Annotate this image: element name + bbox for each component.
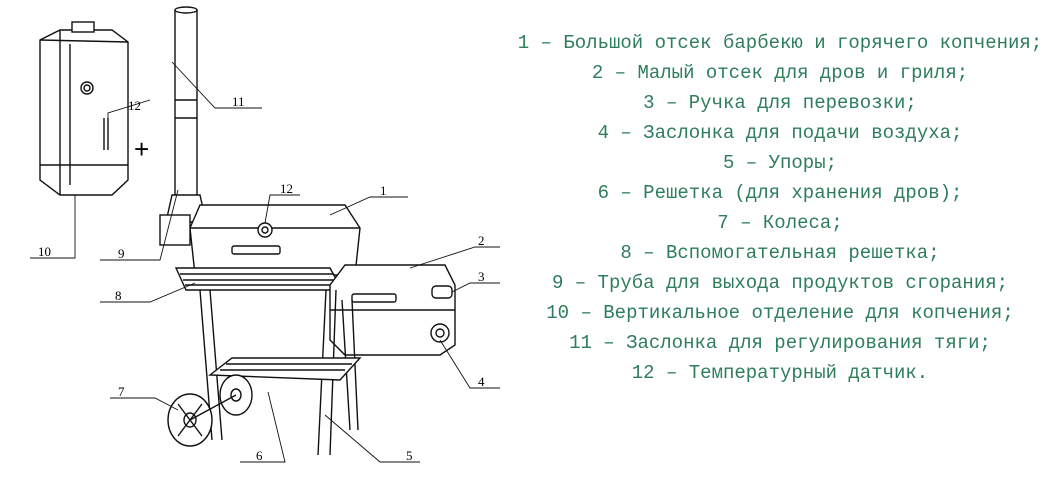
legend-item-4: 4 – Заслонка для подачи воздуха; (597, 122, 963, 144)
legend-item-8: 8 – Вспомогательная решетка; (620, 242, 940, 264)
chimney-pipe (165, 6, 207, 223)
legend-item-11: 11 – Заслонка для регулирования тяги; (569, 332, 991, 354)
legend-item-9: 9 – Труба для выхода продуктов сгорания; (551, 272, 1009, 294)
callout-10: 10 (38, 244, 51, 259)
smoker-grill-diagram: + (30, 6, 500, 463)
main-bbq-chamber (159, 204, 361, 276)
legend-item-1: 1 – Большой отсек барбекю и горячего коп… (517, 32, 1043, 54)
plus-sign: + (134, 134, 149, 164)
callout-1: 1 (380, 183, 387, 198)
vertical-smoking-compartment (39, 21, 129, 196)
leader-lines (30, 61, 500, 463)
wheels (167, 374, 253, 447)
legend-item-6: 6 – Решетка (для хранения дров); (597, 182, 963, 204)
callout-7: 7 (118, 384, 125, 399)
callout-5: 5 (406, 448, 413, 463)
callout-4: 4 (478, 374, 485, 389)
parts-legend: 1 – Большой отсек барбекю и горячего коп… (500, 28, 1060, 388)
legend-item-5: 5 – Упоры; (722, 152, 838, 174)
legend-item-2: 2 – Малый отсек для дров и гриля; (591, 62, 969, 84)
callout-12-main: 12 (280, 181, 293, 196)
front-grate (174, 267, 344, 291)
legend-item-7: 7 – Колеса; (717, 212, 843, 234)
callout-2: 2 (478, 233, 485, 248)
callout-8: 8 (115, 288, 122, 303)
legend-item-12: 12 – Температурный датчик. (631, 362, 929, 384)
callout-6: 6 (256, 448, 263, 463)
callout-12-smoker: 12 (128, 98, 141, 113)
legend-item-3: 3 – Ручка для перевозки; (643, 92, 917, 114)
callout-3: 3 (478, 269, 485, 284)
lower-wood-grate (208, 357, 362, 381)
legend-item-10: 10 – Вертикальное отделение для копчения… (546, 302, 1014, 324)
callout-11: 11 (232, 94, 245, 109)
callout-9: 9 (118, 246, 125, 261)
side-firebox (329, 264, 456, 356)
